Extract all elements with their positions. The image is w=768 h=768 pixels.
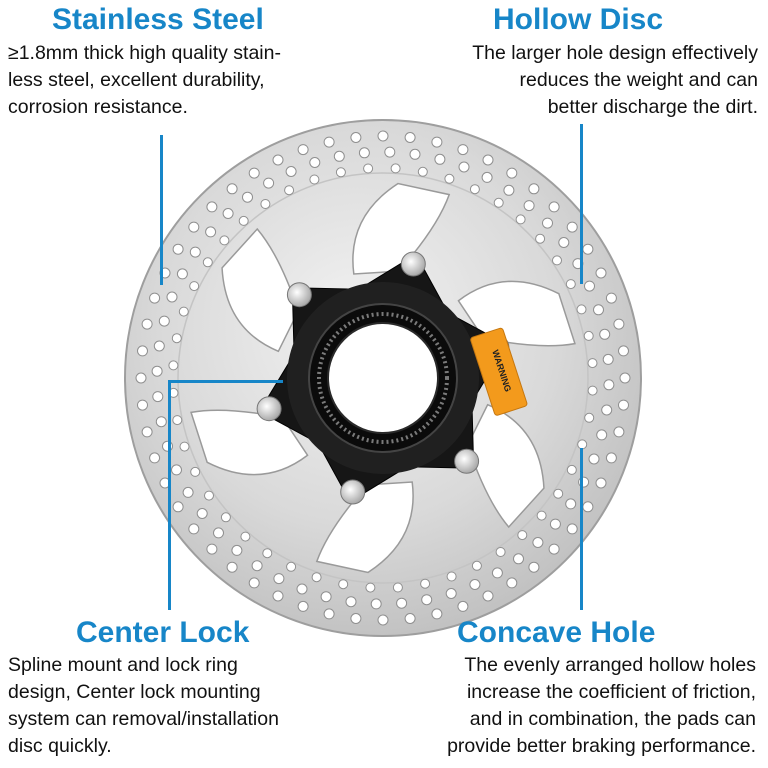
center-lock-line-4: disc quickly.	[8, 735, 112, 757]
stainless-steel-leader-line	[160, 135, 163, 285]
warning-sticker: WARNING	[470, 327, 528, 416]
concave-hole-line-3: and in combination, the pads can	[469, 708, 756, 730]
hollow-disc-line-1: The larger hole design effectively	[472, 42, 758, 64]
concave-hole-description: The evenly arranged hollow holes increas…	[447, 652, 756, 760]
center-lock-line-1: Spline mount and lock ring	[8, 654, 238, 676]
center-lock-leader-arm	[168, 380, 283, 383]
center-lock-carrier	[256, 251, 510, 505]
stainless-steel-line-3: corrosion resistance.	[8, 96, 188, 118]
hollow-disc-line-3: better discharge the dirt.	[547, 96, 758, 118]
stainless-steel-description: ≥1.8mm thick high quality stain- less st…	[8, 40, 281, 121]
hollow-holes	[135, 130, 631, 626]
center-lock-leader-line	[168, 380, 171, 610]
hollow-disc-leader-line	[580, 124, 583, 284]
concave-hole-line-1: The evenly arranged hollow holes	[464, 654, 756, 676]
center-lock-heading: Center Lock	[76, 616, 250, 649]
concave-hole-heading: Concave Hole	[457, 616, 656, 649]
concave-hole-line-2: increase the coefficient of friction,	[466, 681, 756, 703]
center-lock-line-2: design, Center lock mounting	[8, 681, 261, 703]
hollow-disc-heading: Hollow Disc	[493, 3, 664, 36]
stainless-steel-heading: Stainless Steel	[52, 3, 264, 36]
center-lock-line-3: system can removal/installation	[8, 708, 279, 730]
hollow-disc-line-2: reduces the weight and can	[519, 69, 759, 91]
concave-hole-line-4: provide better braking performance.	[447, 735, 756, 757]
concave-hole-leader-line	[580, 448, 583, 610]
center-lock-description: Spline mount and lock ring design, Cente…	[8, 652, 279, 760]
spoke-cutouts	[190, 182, 576, 574]
hollow-disc-description: The larger hole design effectively reduc…	[472, 40, 758, 121]
stainless-steel-line-2: less steel, excellent durability,	[8, 69, 265, 91]
stainless-steel-line-1: ≥1.8mm thick high quality stain-	[8, 42, 281, 64]
